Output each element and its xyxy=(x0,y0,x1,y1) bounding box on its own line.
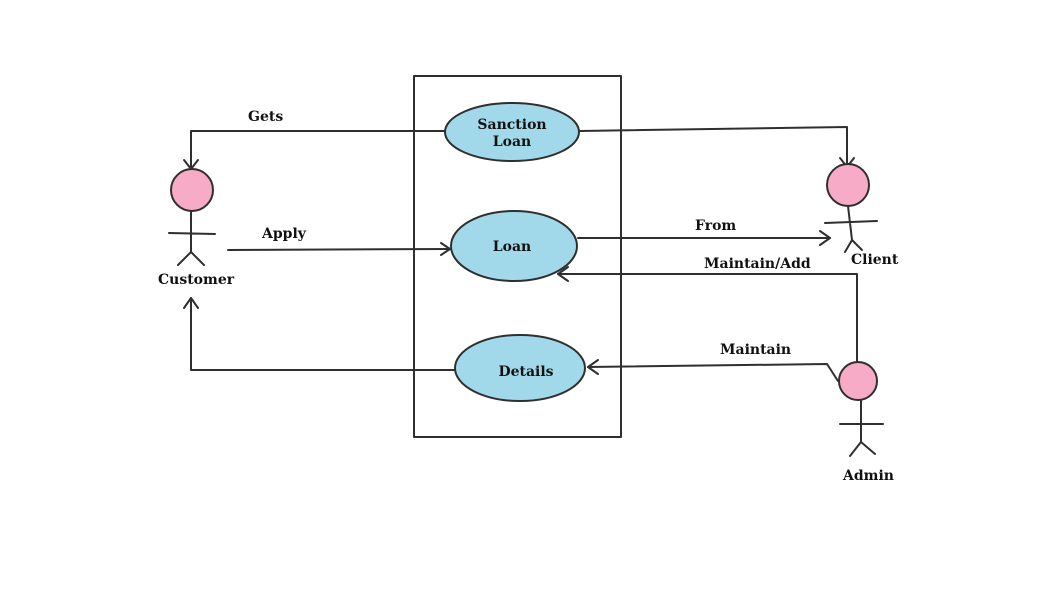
edge-sanction-to-client xyxy=(579,126,848,167)
arrowhead-maintain-add xyxy=(557,266,569,282)
use-case-loan-label: Loan xyxy=(493,239,531,255)
use-case-details-shape xyxy=(454,334,586,402)
use-case-sanction-loan: Sanction Loan xyxy=(444,102,580,162)
edge-maintain xyxy=(587,363,839,382)
actor-admin-body xyxy=(839,399,884,457)
actor-admin: Admin xyxy=(838,361,894,484)
actor-customer-head xyxy=(170,168,214,212)
edge-label-from: From xyxy=(695,218,736,234)
edge-gets xyxy=(190,130,447,169)
use-case-sanction-loan-shape xyxy=(444,102,580,162)
system-boundary xyxy=(413,75,622,438)
actor-client-label: Client xyxy=(851,252,899,268)
use-case-loan-shape xyxy=(450,210,578,282)
actor-customer: Customer xyxy=(158,168,235,288)
actor-admin-head xyxy=(838,361,878,401)
edge-apply xyxy=(227,248,451,251)
arrowhead-apply xyxy=(440,242,451,256)
actor-customer-body xyxy=(168,210,216,266)
actor-customer-label: Customer xyxy=(158,272,235,288)
use-case-details: Details xyxy=(454,334,586,402)
edge-label-apply: Apply xyxy=(261,226,307,242)
use-case-sanction-loan-label-1: Sanction xyxy=(477,117,546,133)
actor-admin-label: Admin xyxy=(842,468,894,484)
edge-label-maintain: Maintain xyxy=(720,342,791,358)
edge-details-to-customer xyxy=(190,297,456,371)
arrowhead-maintain xyxy=(587,359,599,375)
use-case-details-label: Details xyxy=(498,364,553,380)
use-case-sanction-loan-label-2: Loan xyxy=(493,134,531,150)
arrowhead-details-to-customer xyxy=(183,297,199,309)
actor-client-body xyxy=(824,205,878,253)
actor-client: Client xyxy=(824,163,899,268)
edge-label-gets: Gets xyxy=(248,109,283,125)
actor-client-head xyxy=(826,163,870,207)
edge-maintain-add xyxy=(557,273,858,363)
edge-label-maintain-add: Maintain/Add xyxy=(704,256,811,272)
arrowhead-from xyxy=(819,230,831,246)
use-case-loan: Loan xyxy=(450,210,578,282)
